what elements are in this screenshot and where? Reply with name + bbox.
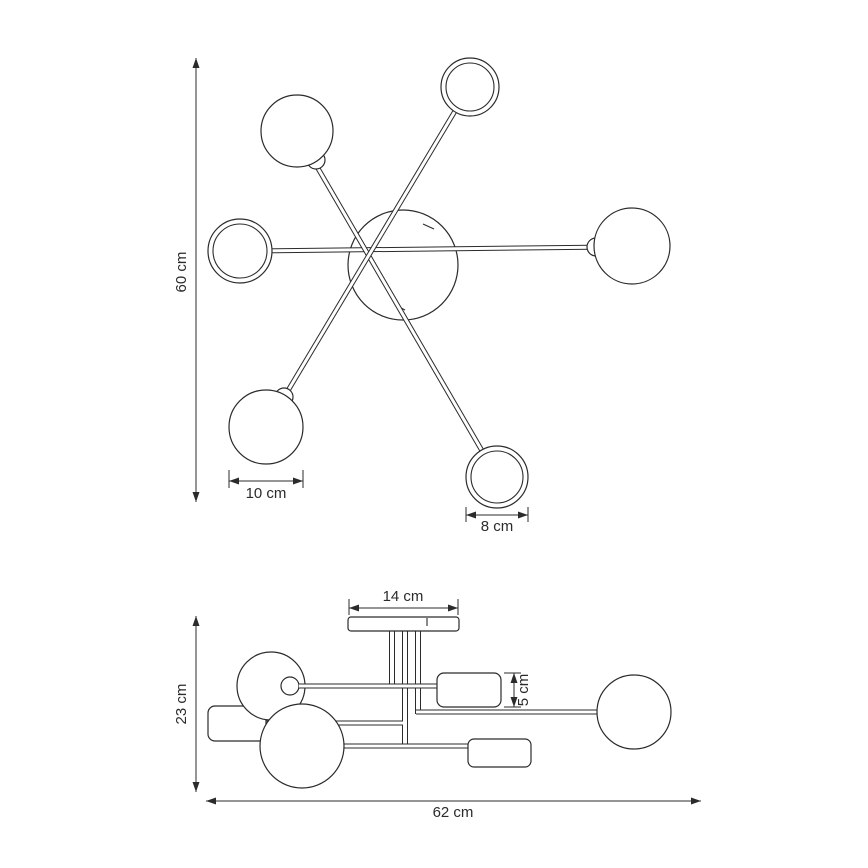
side-view: 14 cm 5 cm — [173, 588, 701, 821]
dimension-label-8cm: 8 cm — [481, 518, 514, 535]
shade-bottom-right — [467, 738, 532, 768]
globe-top-right-outer — [440, 57, 500, 117]
globe-left-outer — [207, 218, 273, 284]
side-globe-lower-left — [259, 703, 345, 789]
side-globe-right — [596, 674, 672, 750]
globe-bottom-right-inner — [470, 450, 524, 504]
dimension-label-60cm: 60 cm — [173, 252, 190, 293]
globe-upper-left — [260, 94, 334, 168]
top-view: 60 cm 10 cm 8 cm — [173, 57, 671, 535]
canopy-circle — [347, 209, 459, 321]
dimension-label-10cm: 10 cm — [246, 485, 287, 502]
arm-diagonal-left-inner — [303, 145, 494, 469]
shade-middle — [436, 672, 502, 708]
ceiling-plate — [347, 616, 460, 632]
globe-bottom-right-outer — [465, 445, 529, 509]
arm-horizontal-inner — [249, 245, 616, 253]
globe-top-right-inner — [445, 62, 495, 112]
globe-lower-left — [228, 389, 304, 465]
globe-left-inner — [212, 223, 268, 279]
arm-diagonal-right-inner — [275, 100, 463, 410]
globe-right — [593, 207, 671, 285]
dimension-label-14cm: 14 cm — [383, 588, 424, 605]
dimension-label-23cm: 23 cm — [173, 684, 190, 725]
canopy-detail-top — [422, 223, 435, 230]
dimension-label-5cm: 5 cm — [515, 674, 532, 707]
dimension-label-62cm: 62 cm — [433, 804, 474, 821]
side-socket-upper-left — [280, 676, 300, 696]
